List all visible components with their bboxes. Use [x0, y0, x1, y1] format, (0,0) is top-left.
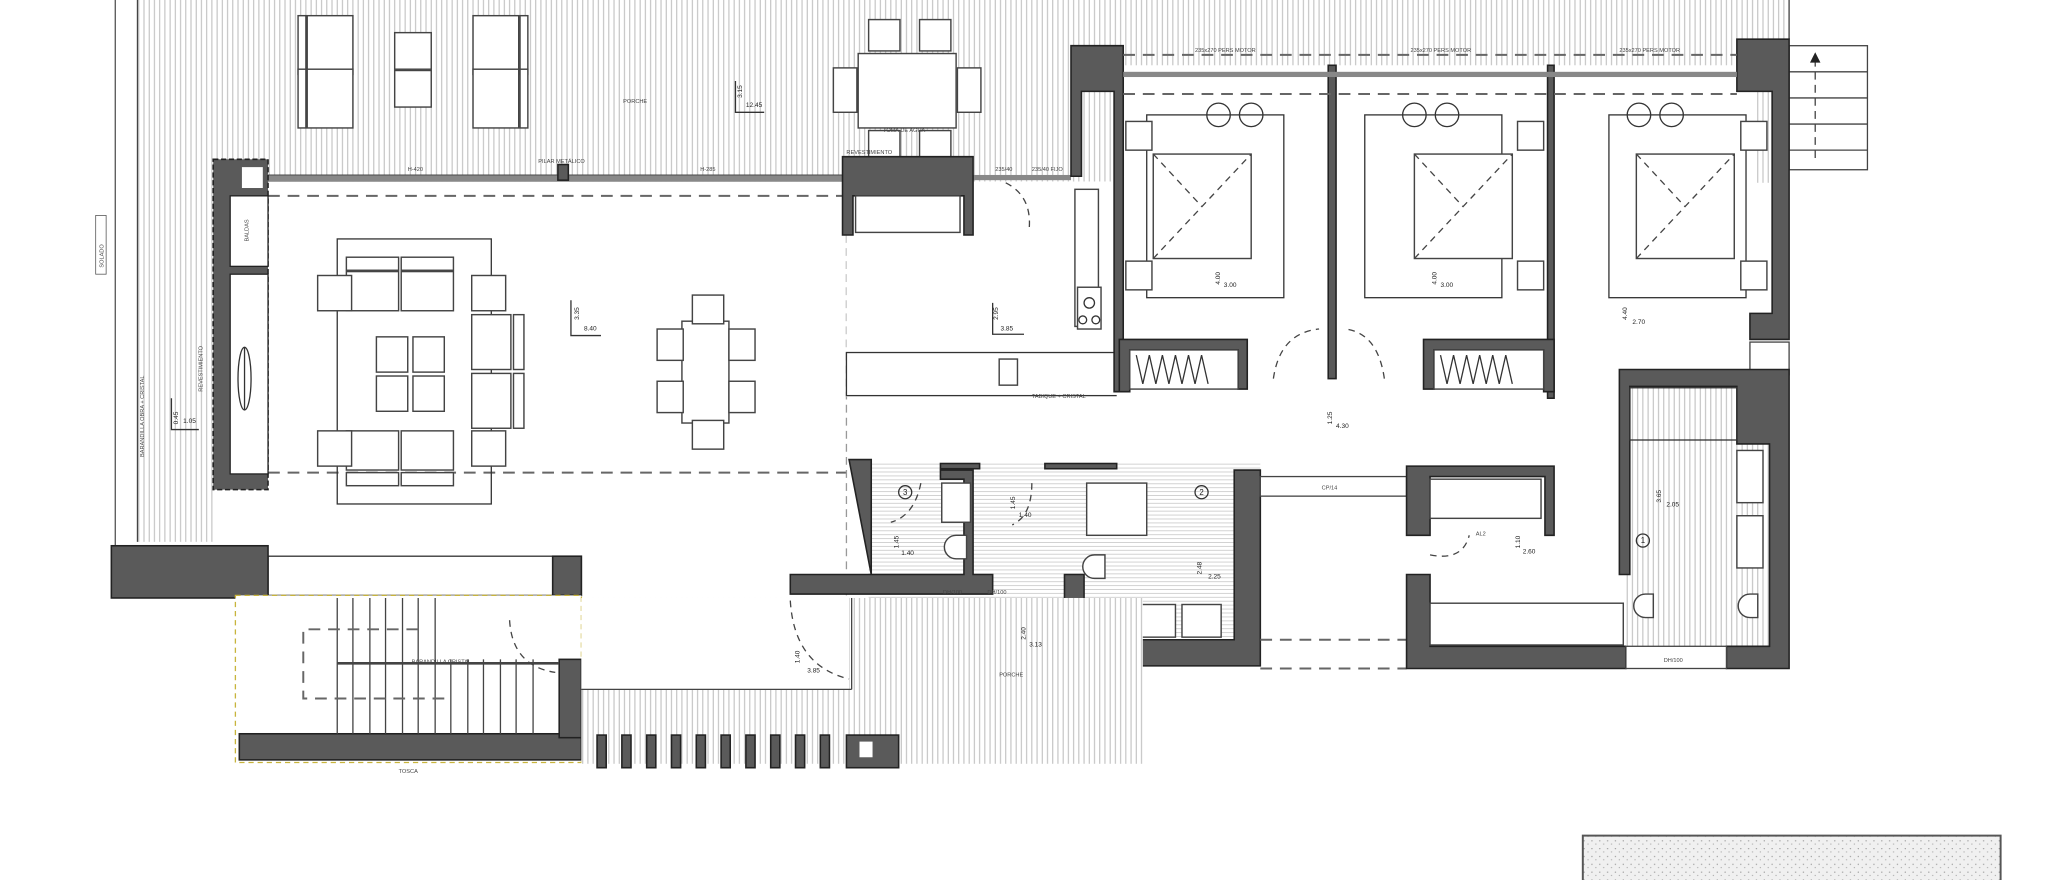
- svg-text:2.05: 2.05: [1666, 502, 1679, 509]
- dim-terraza-left: 0.45 1.05: [170, 398, 199, 431]
- label-al: AL2: [1476, 531, 1486, 537]
- svg-text:1.40: 1.40: [1019, 512, 1032, 519]
- left-wall-fireplace: BALDAS REVESTIMIENTO: [199, 158, 269, 491]
- svg-text:12.45: 12.45: [746, 102, 763, 109]
- svg-text:1.10: 1.10: [1515, 535, 1522, 548]
- dim-porche-top: 3.15 12.45: [734, 80, 765, 113]
- svg-text:2.70: 2.70: [1632, 319, 1645, 326]
- beds: [1125, 102, 1768, 299]
- svg-text:2.40: 2.40: [1020, 627, 1027, 640]
- dressing-room: AL2 1.10 2.60: [1405, 465, 1627, 670]
- label-porche-bottom: PORCHE: [999, 672, 1023, 678]
- svg-text:4.00: 4.00: [1215, 272, 1222, 285]
- label-dh2: DH/100: [987, 590, 1006, 596]
- svg-text:1.40: 1.40: [901, 550, 914, 557]
- label-barandilla-obra: BARANDILLA OBRA + CRISTAL: [140, 376, 146, 457]
- stair-block: BARANDILLA CRISTAL TOSCA: [110, 544, 583, 775]
- svg-text:3.85: 3.85: [807, 667, 820, 674]
- svg-text:4.30: 4.30: [1336, 423, 1349, 430]
- sun-loungers: [297, 14, 529, 129]
- label-tabique: TABIQUE + CRISTAL: [1032, 394, 1086, 400]
- dining-set: [656, 294, 756, 450]
- label-pilar: PILAR METÁLICO: [538, 158, 585, 165]
- outdoor-dining-set: [832, 18, 982, 163]
- label-porche-top: PORCHE: [623, 99, 647, 105]
- label-dh100: DH/100: [1664, 658, 1683, 664]
- label-win-kitchen-1: 235/40: [995, 167, 1012, 173]
- svg-text:1.45: 1.45: [1010, 496, 1017, 509]
- svg-text:3.00: 3.00: [1224, 282, 1237, 289]
- svg-text:3.35: 3.35: [574, 307, 581, 320]
- svg-text:SOLADO: SOLADO: [100, 244, 106, 268]
- pool: [1581, 834, 2002, 880]
- svg-text:1.40: 1.40: [794, 650, 801, 663]
- label-toma-agua: TOMA DE AGUA: [883, 128, 926, 134]
- living-sofa-set: [316, 238, 525, 505]
- corridor-right: CP/14: [1259, 475, 1408, 670]
- svg-text:3.85: 3.85: [1000, 325, 1013, 332]
- stair-right: [1788, 45, 1869, 171]
- svg-text:1.25: 1.25: [1327, 411, 1334, 424]
- svg-text:1.05: 1.05: [183, 418, 196, 425]
- svg-text:2.48: 2.48: [1197, 561, 1204, 574]
- svg-text:3.13: 3.13: [1029, 641, 1042, 648]
- label-revestimiento-left: REVESTIMIENTO: [199, 345, 205, 391]
- label-h-left: H-420: [408, 167, 423, 173]
- label-baldas: BALDAS: [244, 219, 250, 241]
- svg-text:3.00: 3.00: [1440, 282, 1453, 289]
- svg-text:1.45: 1.45: [894, 535, 901, 548]
- bedroom-dims: 4.00 3.00 4.00 3.00 4.40 2.70 1.25 4.30: [1215, 272, 1646, 431]
- label-barandilla-cristal: BARANDILLA CRISTAL: [412, 659, 471, 665]
- svg-text:4.40: 4.40: [1622, 307, 1629, 320]
- label-tosca: TOSCA: [399, 769, 418, 775]
- master-bath: DH/100 1 3.65 2.05: [1618, 368, 1790, 670]
- svg-text:2.95: 2.95: [993, 307, 1000, 320]
- label-win-kitchen-2: 235/40 FIJO: [1032, 167, 1064, 173]
- label-dh1: DH/100: [943, 590, 962, 596]
- label-win-bed1: 235x270 PERS MOTOR: [1195, 48, 1256, 54]
- label-h-mid: H-285: [700, 167, 715, 173]
- bubble-2: 2: [1199, 488, 1203, 497]
- label-cp: CP/14: [1322, 486, 1338, 492]
- svg-text:3.65: 3.65: [1656, 490, 1663, 503]
- svg-text:3.15: 3.15: [737, 85, 744, 98]
- bedroom-doors: [1272, 328, 1386, 379]
- bubble-1: 1: [1641, 536, 1645, 545]
- bubble-3: 3: [903, 488, 908, 497]
- svg-text:8.40: 8.40: [584, 325, 597, 332]
- label-revestimiento-top: REVESTIMIENTO: [846, 150, 892, 156]
- svg-text:4.00: 4.00: [1432, 272, 1439, 285]
- dim-salon: 3.35 8.40: [570, 300, 601, 337]
- svg-text:0.45: 0.45: [173, 411, 180, 424]
- label-win-bed3: 235x270 PERS MOTOR: [1619, 48, 1680, 54]
- svg-text:2.25: 2.25: [1208, 573, 1221, 580]
- entrance-porch: PORCHE 1.40 3.85 2.40 3.13: [581, 597, 1143, 769]
- wardrobes: [1118, 338, 1555, 393]
- label-solado: SOLADO: [95, 215, 107, 275]
- svg-text:2.60: 2.60: [1523, 549, 1536, 556]
- label-win-bed2: 235x270 PERS MOTOR: [1410, 48, 1471, 54]
- kitchen: TABIQUE + CRISTAL 2.95 3.85: [841, 155, 1122, 400]
